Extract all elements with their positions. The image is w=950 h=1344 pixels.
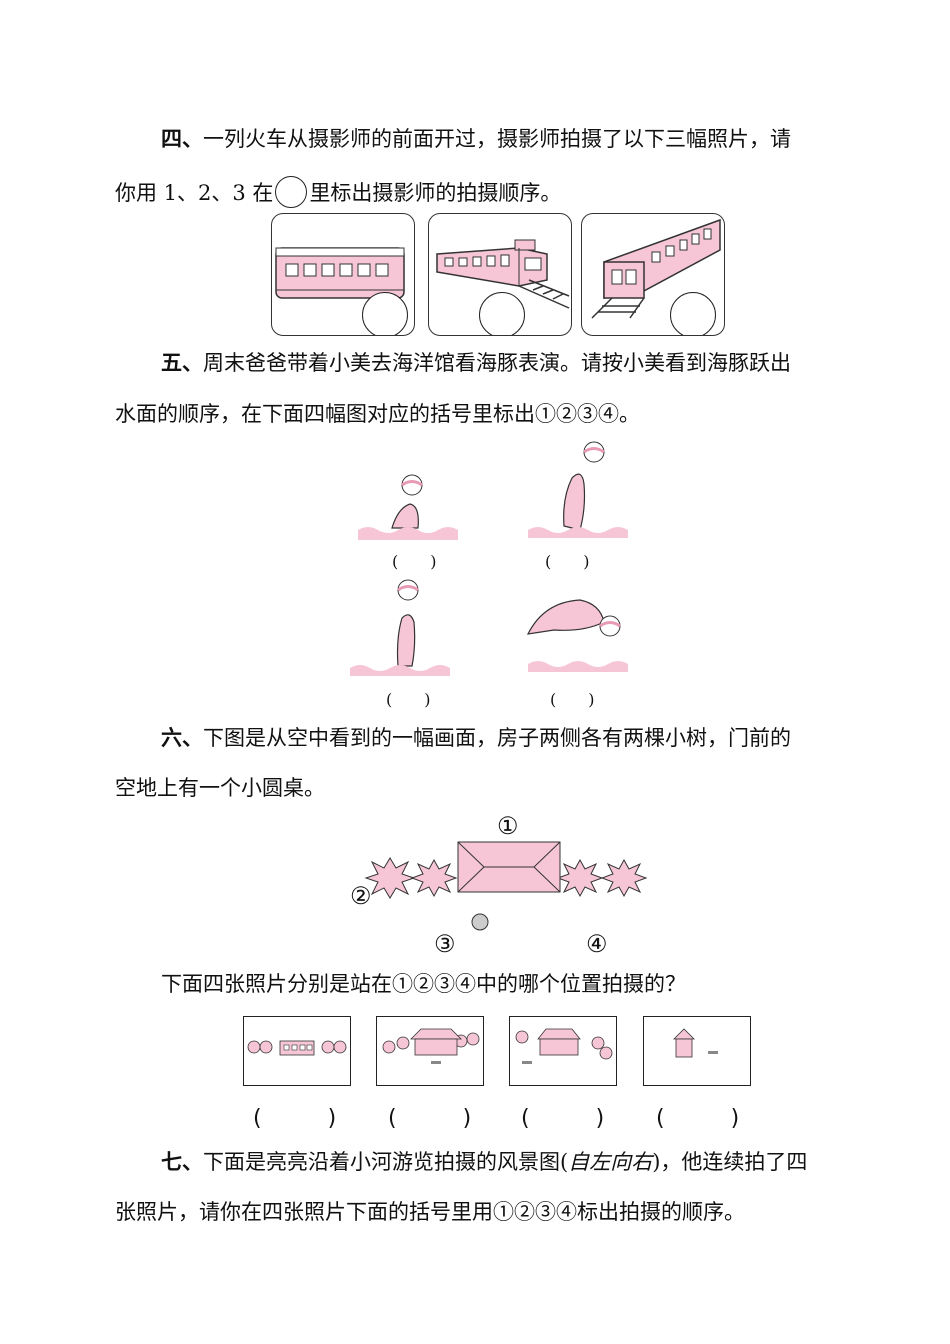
marker-1: ① [497,812,519,840]
house-front-icon [247,1040,347,1056]
marker-2: ② [350,882,372,910]
q4-line2a: 你用 1、2、3 在 [115,181,274,205]
marker-4: ④ [586,930,608,958]
q4-line1: 一列火车从摄影师的前面开过，摄影师拍摄了以下三幅照片，请 [203,127,791,151]
dolphin-jump-icon [528,441,628,538]
marker-3: ③ [434,930,456,958]
answer-circle-1[interactable] [362,292,408,335]
q5-text-2: 水面的顺序，在下面四幅图对应的括号里标出①②③④。 [115,388,840,440]
aerial-diagram [364,841,648,931]
q7-line1a: 下面是亮亮沿着小河游览拍摄的风景图( [203,1150,569,1174]
tree-1 [364,857,416,899]
train-photo-side [271,213,415,336]
q6-text-2: 空地上有一个小圆桌。 [115,762,840,814]
photo-paren-1[interactable]: ( ) [253,1106,337,1131]
q7-label: 七、 [161,1150,203,1174]
train-front-icon [591,218,721,319]
q6-line1: 下图是从空中看到的一幅画面，房子两侧各有两棵小树，门前的 [203,726,791,750]
q5-line1: 周末爸爸带着小美去海洋馆看海豚表演。请按小美看到海豚跃出 [203,351,791,375]
house-photo-2 [376,1016,484,1086]
train-photo-front [581,213,725,336]
answer-circle-3[interactable] [670,292,716,335]
round-table [471,913,489,931]
q4-text-2: 你用 1、2、3 在 里标出摄影师的拍摄顺序。 [115,167,840,219]
dolphin-paren-4[interactable]: ( ) [550,690,595,709]
q7-line1c: )，他连续拍了四 [652,1150,808,1174]
dolphin-rise-icon [350,579,450,676]
q4-text: 四、一列火车从摄影师的前面开过，摄影师拍摄了以下三幅照片，请 [115,113,840,165]
photo-paren-4[interactable]: ( ) [656,1106,740,1131]
q7-text: 七、下面是亮亮沿着小河游览拍摄的风景图(自左向右)，他连续拍了四 [115,1136,840,1188]
q6-text: 六、下图是从空中看到的一幅画面，房子两侧各有两棵小树，门前的 [115,712,840,764]
q5-label: 五、 [161,351,203,375]
photo-paren-2[interactable]: ( ) [388,1106,472,1131]
q6-question-text: 下面四张照片分别是站在①②③④中的哪个位置拍摄的？ [161,972,686,996]
train-angled-icon [436,239,570,309]
inline-circle-icon [275,176,308,208]
house-photo-4 [643,1016,751,1086]
house-side-icon [515,1028,613,1064]
q4-line2b: 里标出摄影师的拍摄顺序。 [309,181,562,205]
q7-text-2: 张照片，请你在四张照片下面的括号里用①②③④标出拍摄的顺序。 [115,1186,840,1238]
house-photo-1 [243,1016,351,1086]
train-side-icon [275,247,405,299]
answer-circle-2[interactable] [479,292,525,335]
tree-3 [556,858,604,898]
dolphin-paren-1[interactable]: ( ) [392,552,437,571]
tree-2 [410,858,458,898]
q7-line1b: 自左向右 [568,1150,653,1174]
q5-line2: 水面的顺序，在下面四幅图对应的括号里标出①②③④。 [115,402,640,426]
photo-paren-3[interactable]: ( ) [521,1106,605,1131]
q4-label: 四、 [161,127,203,151]
q6-question: 下面四张照片分别是站在①②③④中的哪个位置拍摄的？ [115,958,840,1010]
q5-text: 五、周末爸爸带着小美去海洋馆看海豚表演。请按小美看到海豚跃出 [115,337,840,389]
dolphin-paren-3[interactable]: ( ) [386,690,431,709]
q7-line2: 张照片，请你在四张照片下面的括号里用①②③④标出拍摄的顺序。 [115,1200,745,1224]
dolphin-head-icon [358,474,458,540]
dolphin-leap-icon [526,599,628,672]
house-back-icon [673,1028,718,1058]
house-photo-3 [509,1016,617,1086]
q6-line2: 空地上有一个小圆桌。 [115,776,325,800]
tree-4 [600,858,648,898]
house-table-icon [382,1028,480,1064]
dolphin-paren-2[interactable]: ( ) [545,552,590,571]
train-photo-angled [428,213,572,336]
q6-label: 六、 [161,726,203,750]
